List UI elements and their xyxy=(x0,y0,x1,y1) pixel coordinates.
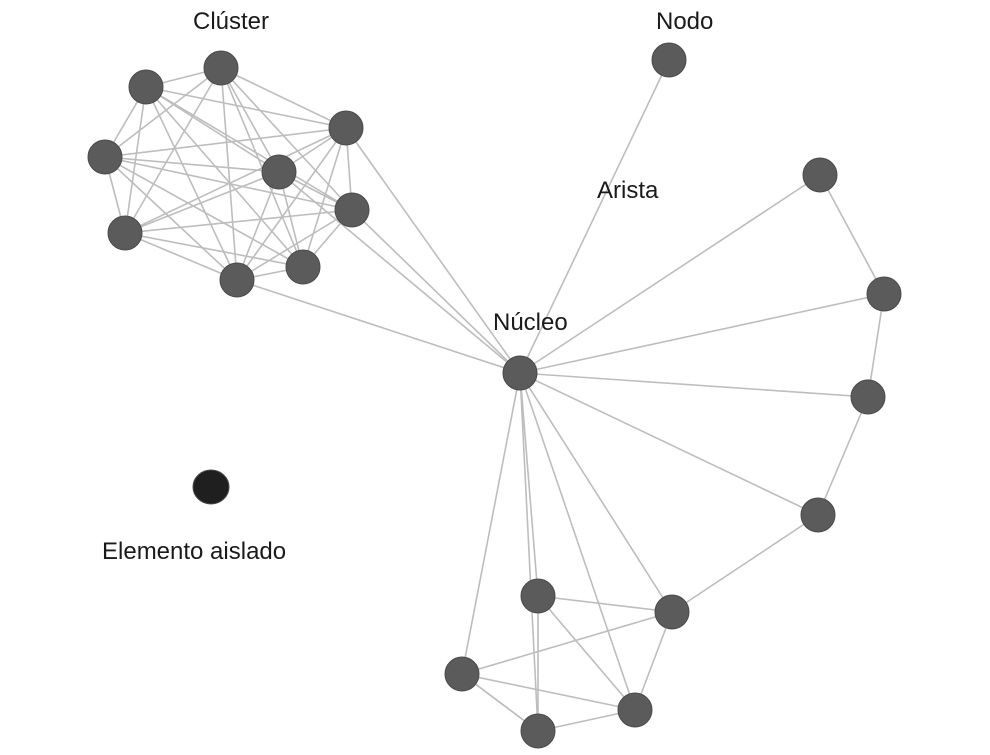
edge-b1-b3 xyxy=(537,595,673,613)
edge-r1-r2 xyxy=(819,174,885,295)
node-label: Nodo xyxy=(656,8,714,35)
edge-hub-h xyxy=(345,127,521,374)
edge-c-e xyxy=(104,156,238,281)
edge-b-g xyxy=(145,86,353,211)
edge-a-g xyxy=(220,67,353,211)
edge-r3-r4 xyxy=(817,396,869,516)
node-r3 xyxy=(850,379,886,415)
edge-label: Arista xyxy=(597,177,659,204)
edges-layer xyxy=(104,59,885,732)
edge-a-h xyxy=(220,67,347,129)
edge-b-f xyxy=(145,86,304,268)
isolated-node xyxy=(192,469,230,505)
node-h xyxy=(328,110,364,146)
edge-hub-e xyxy=(236,279,521,374)
edge-a-d xyxy=(124,67,222,234)
edge-e-h xyxy=(236,127,347,281)
edge-hub-r2 xyxy=(519,293,885,374)
node-b1 xyxy=(520,578,556,614)
node-b xyxy=(128,69,164,105)
edge-b-e xyxy=(145,86,238,281)
node-b2 xyxy=(444,656,480,692)
edge-d-h xyxy=(124,127,347,234)
node-g xyxy=(334,192,370,228)
node-r4 xyxy=(800,497,836,533)
edge-hub-b1 xyxy=(519,372,539,597)
node-b3 xyxy=(654,594,690,630)
cluster-label: Clúster xyxy=(193,8,270,35)
edge-c-f xyxy=(104,156,304,268)
edge-hub-b2 xyxy=(461,372,521,675)
node-a xyxy=(203,50,239,86)
edge-b2-b4 xyxy=(461,673,636,711)
edge-c-h xyxy=(104,127,347,158)
nodes-layer xyxy=(87,42,902,749)
edge-a-c xyxy=(104,67,222,158)
hub-label: Núcleo xyxy=(493,309,568,336)
node-hub xyxy=(502,355,538,391)
node-b5 xyxy=(520,713,556,749)
edge-d-i xyxy=(124,171,280,234)
edge-b2-b3 xyxy=(461,611,673,675)
edge-b1-b4 xyxy=(537,595,636,711)
edge-c-i xyxy=(104,156,280,173)
node-top xyxy=(651,42,687,78)
node-r2 xyxy=(866,276,902,312)
node-d xyxy=(107,215,143,251)
edge-e-i xyxy=(236,171,280,281)
edge-r4-b3 xyxy=(671,514,819,613)
edge-b-h xyxy=(145,86,347,129)
edge-hub-r3 xyxy=(519,372,869,398)
edge-f-h xyxy=(302,127,347,268)
node-b4 xyxy=(617,692,653,728)
edge-hub-r1 xyxy=(519,174,821,374)
edge-e-g xyxy=(236,209,353,281)
edge-hub-i xyxy=(278,171,521,374)
edge-a-i xyxy=(220,67,280,173)
node-r1 xyxy=(802,157,838,193)
edge-hub-b4 xyxy=(519,372,636,711)
edge-hub-g xyxy=(351,209,521,374)
node-i xyxy=(261,154,297,190)
edge-d-f xyxy=(124,232,304,268)
isolated-element-label: Elemento aislado xyxy=(102,538,287,565)
node-f xyxy=(285,249,321,285)
edge-hub-r4 xyxy=(519,372,819,516)
node-e xyxy=(219,262,255,298)
node-c xyxy=(87,139,123,175)
edge-d-e xyxy=(124,232,238,281)
edge-b-i xyxy=(145,86,280,173)
edge-hub-top xyxy=(519,59,670,374)
edge-hub-b3 xyxy=(519,372,673,613)
edge-hub-b5 xyxy=(519,372,539,732)
edge-d-g xyxy=(124,209,353,234)
